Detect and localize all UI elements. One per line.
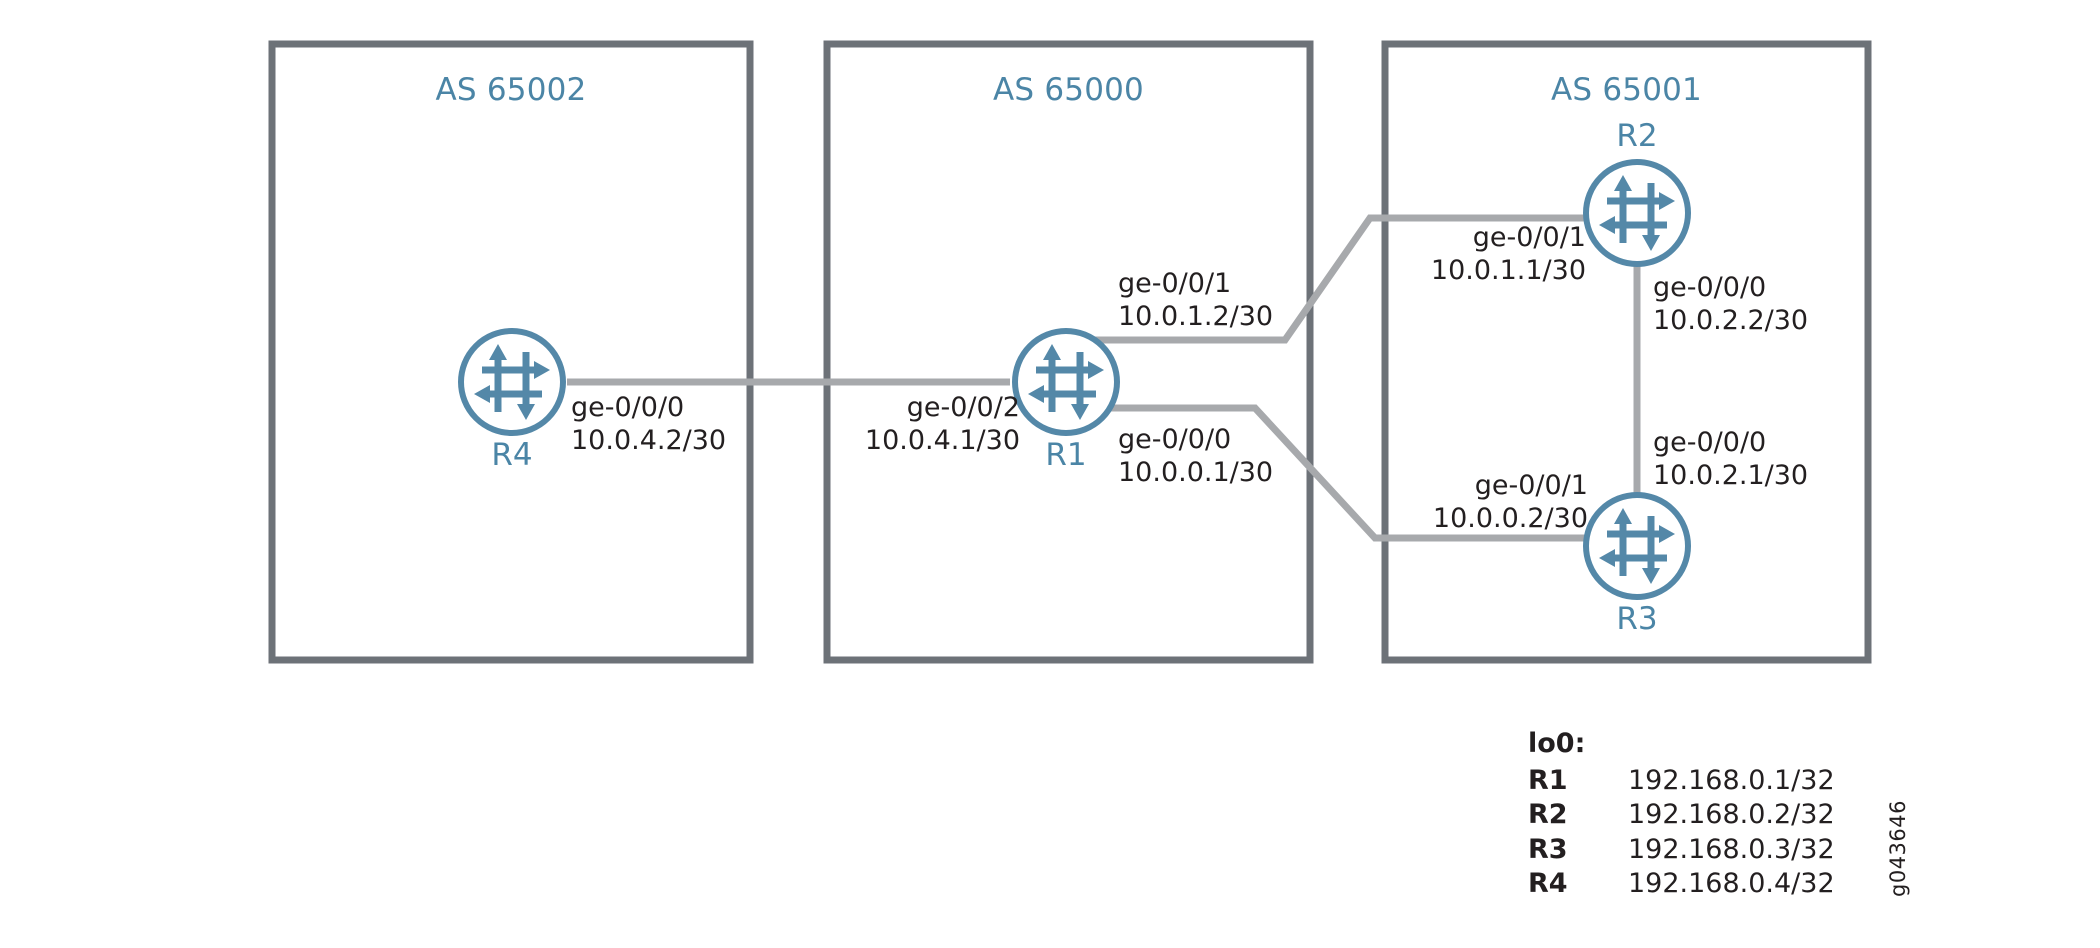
legend-router-name: R2 — [1528, 799, 1568, 831]
iface-label-r2-ge000: ge-0/0/0 10.0.2.2/30 — [1653, 272, 1808, 338]
link-r1-r2-line — [1090, 214, 1600, 344]
iface-label-r3-ge000: ge-0/0/0 10.0.2.1/30 — [1653, 427, 1808, 493]
router-label-r1: R1 — [1045, 437, 1087, 473]
iface-label-r4-ge000: ge-0/0/0 10.0.4.2/30 — [571, 392, 726, 458]
legend-row: R4 192.168.0.4/32 — [1528, 867, 1835, 902]
router-icon-r1[interactable] — [1015, 331, 1117, 433]
iface-label-r1-ge001: ge-0/0/1 10.0.1.2/30 — [1118, 268, 1273, 334]
iface-name: ge-0/0/0 — [1118, 424, 1232, 455]
iface-address: 10.0.4.1/30 — [864, 424, 1020, 456]
as-title-65002: AS 65002 — [435, 72, 587, 108]
legend-row: R3 192.168.0.3/32 — [1528, 833, 1835, 868]
as-title-65001: AS 65001 — [1551, 72, 1702, 108]
legend-router-name: R4 — [1528, 868, 1568, 900]
router-icon-r3[interactable] — [1586, 495, 1688, 597]
iface-address: 10.0.1.2/30 — [1118, 300, 1274, 332]
link-r1-r3-line — [1090, 404, 1600, 542]
iface-address: 10.0.1.1/30 — [1430, 254, 1586, 286]
iface-name: ge-0/0/0 — [1653, 272, 1767, 303]
iface-name: ge-0/0/2 — [906, 392, 1020, 423]
iface-name: ge-0/0/1 — [1474, 470, 1588, 501]
legend-row: R2 192.168.0.2/32 — [1528, 798, 1835, 833]
router-label-r2: R2 — [1616, 118, 1658, 154]
router-label-r3: R3 — [1616, 601, 1658, 637]
iface-address: 10.0.2.1/30 — [1653, 459, 1809, 491]
legend-row: R1 192.168.0.1/32 — [1528, 764, 1835, 799]
legend-router-address: 192.168.0.3/32 — [1628, 833, 1835, 865]
loopback-legend: lo0: R1 192.168.0.1/32 R2 192.168.0.2/32… — [1528, 727, 1835, 902]
iface-label-r3-ge001: ge-0/0/1 10.0.0.2/30 — [1398, 470, 1588, 536]
iface-name: ge-0/0/1 — [1472, 222, 1586, 253]
iface-label-r1-ge002: ge-0/0/2 10.0.4.1/30 — [860, 392, 1020, 458]
iface-address: 10.0.0.1/30 — [1118, 456, 1274, 488]
iface-label-r2-ge001: ge-0/0/1 10.0.1.1/30 — [1401, 222, 1586, 288]
as-box-65002 — [268, 40, 754, 664]
as-box-65000 — [823, 40, 1314, 664]
legend-router-name: R1 — [1528, 764, 1568, 796]
as-box-65001 — [1381, 40, 1872, 664]
figure-id-watermark: g043646 — [1886, 800, 1910, 897]
iface-name: ge-0/0/1 — [1118, 268, 1232, 299]
iface-address: 10.0.4.2/30 — [571, 424, 727, 456]
legend-router-address: 192.168.0.2/32 — [1628, 799, 1835, 831]
legend-router-address: 192.168.0.1/32 — [1628, 764, 1835, 796]
iface-label-r1-ge000: ge-0/0/0 10.0.0.1/30 — [1118, 424, 1273, 490]
legend-router-address: 192.168.0.4/32 — [1628, 868, 1835, 900]
iface-name: ge-0/0/0 — [1653, 427, 1767, 458]
router-label-r4: R4 — [491, 437, 533, 473]
iface-name: ge-0/0/0 — [571, 392, 685, 423]
legend-heading: lo0: — [1528, 728, 1586, 759]
iface-address: 10.0.2.2/30 — [1653, 304, 1809, 336]
router-icon-r2[interactable] — [1586, 162, 1688, 264]
router-icon-r4[interactable] — [461, 331, 563, 433]
as-title-65000: AS 65000 — [993, 72, 1144, 108]
iface-address: 10.0.0.2/30 — [1432, 502, 1588, 534]
legend-router-name: R3 — [1528, 833, 1568, 865]
